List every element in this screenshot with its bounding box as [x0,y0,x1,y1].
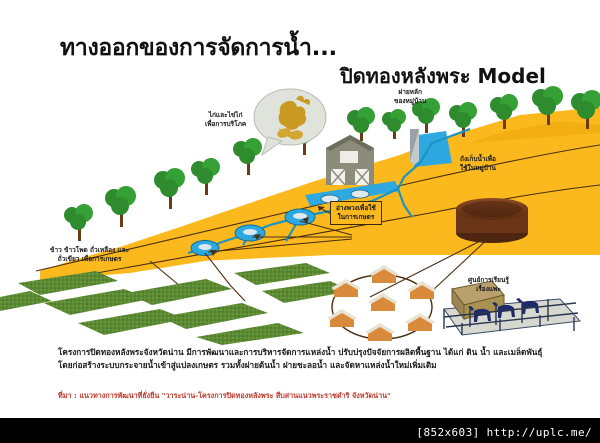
label-water-tank: ถังเก็บน้ำเพื่อ ใช้ในหมู่บ้าน [460,155,496,173]
label-main-weir-line2: ของหมู่บ้าน [394,96,427,105]
tree-icon [64,204,93,241]
tree-icon [532,86,563,125]
house-icon [331,279,361,297]
scene-svg [0,86,600,345]
label-goat-center-line2: เรื่องแพะ [476,284,501,293]
label-goat-center: ศูนย์การเรียนรู้ เรื่องแพะ [468,276,509,294]
body-paragraph: โครงการปิดทองหลังพระจังหวัดน่าน มีการพัฒ… [58,347,543,370]
goat-learning-center [443,280,582,336]
page-title: ทางออกของการจัดการน้ำ... [60,35,337,61]
tree-icon [449,102,477,137]
label-crops: ข้าว ข้าวโพด ถั่วเหลือง และ ถั่วเขียว เพ… [50,246,129,264]
tree-icon [412,98,440,133]
house-icon [405,313,435,331]
tree-icon [154,168,185,209]
illustration-scene [0,85,600,345]
label-goat-center-line1: ศูนย์การเรียนรู้ [468,276,509,284]
connector-arrowheads [210,206,325,256]
house-icon [365,323,395,341]
pond-icon [284,208,316,226]
chicken-callout-bubble [253,88,327,157]
water-storage-tank [456,198,528,243]
village-house-circle [327,265,437,341]
label-main-weir: ฝายหลัก ของหมู่บ้าน [394,88,426,106]
tree-icon [233,138,262,175]
eggs-icon [277,128,303,140]
tree-group-ridge [382,86,600,139]
tree-icon [571,90,600,129]
watermark-text: [852x603] http://uplc.me/ [416,426,592,439]
house-icon [368,293,398,311]
label-crops-line1: ข้าว ข้าวโพด ถั่วเหลือง และ [50,246,130,254]
fence-icon [443,299,579,335]
label-cluster-ponds-line1: อ่างพวงเพื่อใช้ [336,204,376,212]
barn-building [326,135,374,186]
label-chicken-line2: เพื่อการบริโภค [205,119,247,128]
tree-icon [347,107,375,141]
watermark-bar: [852x603] http://uplc.me/ [0,418,600,443]
tree-icon [191,158,220,195]
house-icon [327,309,357,327]
house-icon [369,265,399,283]
tree-icon [105,186,136,227]
label-chicken: ไก่และไข่ไก่ เพื่อการบริโภค [205,111,246,129]
label-water-tank-line2: ใช้ในหมู่บ้าน [460,163,496,172]
house-icon [407,281,437,299]
label-water-tank-line1: ถังเก็บน้ำเพื่อ [460,155,496,163]
label-main-weir-line1: ฝายหลัก [398,88,422,96]
source-citation: ที่มา : แนวทางการพัฒนาที่ยั่งยืน "วาระน่… [58,391,391,400]
label-chicken-line1: ไก่และไข่ไก่ [208,111,243,119]
page-subtitle: ปิดทองหลังพระ Model [340,64,546,88]
tree-icon [490,94,518,129]
label-cluster-ponds-line2: ในการเกษตร [337,212,375,221]
main-weir [410,129,452,167]
label-crops-line2: ถั่วเขียว เพื่อการเกษตร [57,254,122,263]
tree-group-midslope [64,107,375,241]
label-cluster-ponds: อ่างพวงเพื่อใช้ ในการเกษตร [330,201,382,225]
tree-icon [382,109,406,139]
slide-canvas: ทางออกของการจัดการน้ำ... ปิดทองหลังพระ M… [0,35,600,400]
crop-field-group [0,263,352,345]
pond-icon [234,224,266,242]
